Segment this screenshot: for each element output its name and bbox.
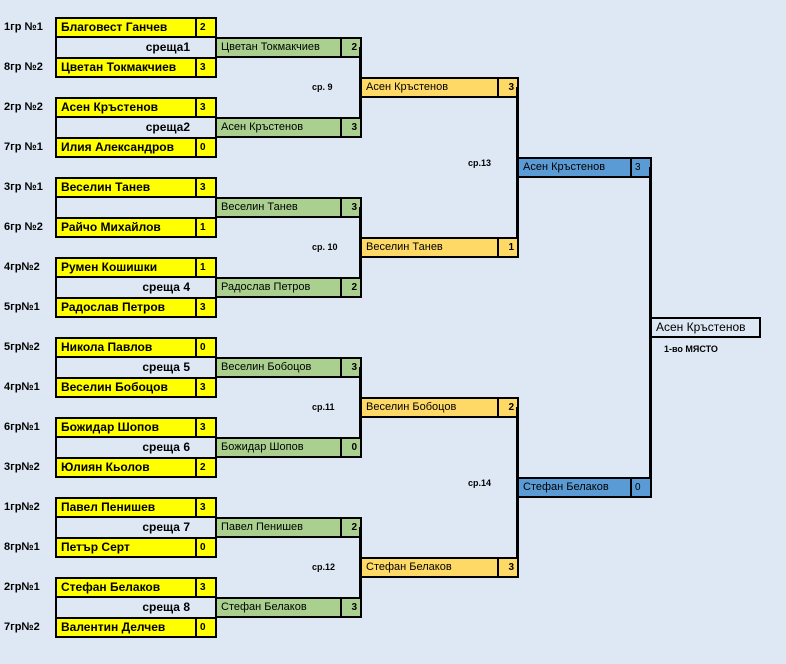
match-label: среща 4	[142, 280, 190, 294]
player-name: Благовест Ганчев	[55, 17, 197, 38]
player-name: Румен Кошишки	[55, 257, 197, 278]
player-score: 0	[195, 337, 217, 358]
player-name: Илия Александров	[55, 137, 197, 158]
player-score: 3	[630, 157, 652, 178]
seed-label: 1гр №1	[4, 21, 43, 33]
player-score: 3	[195, 177, 217, 198]
player-score: 2	[340, 277, 362, 298]
player-score: 0	[195, 617, 217, 638]
winner-name: Асен Кръстенов	[650, 317, 761, 338]
player-name: Божидар Шопов	[215, 437, 342, 458]
seed-label: 6гр№1	[4, 421, 40, 433]
match-label: среща2	[145, 120, 190, 134]
seed-label: 4гр№1	[4, 381, 40, 393]
player-score: 3	[195, 97, 217, 118]
player-name: Веселин Бобоцов	[360, 397, 499, 418]
player-score: 0	[195, 137, 217, 158]
seed-label: 7гр№2	[4, 621, 40, 633]
player-score: 3	[195, 57, 217, 78]
player-name: Веселин Танев	[360, 237, 499, 258]
match-label: среща 6	[142, 440, 190, 454]
player-score: 0	[630, 477, 652, 498]
player-name: Асен Кръстенов	[215, 117, 342, 138]
player-name: Валентин Делчев	[55, 617, 197, 638]
player-name: Никола Павлов	[55, 337, 197, 358]
player-name: Асен Кръстенов	[517, 157, 632, 178]
seed-label: 5гр№2	[4, 341, 40, 353]
player-score: 3	[195, 417, 217, 438]
match-label: ср.14	[468, 478, 492, 488]
player-name: Райчо Михайлов	[55, 217, 197, 238]
player-score: 1	[195, 217, 217, 238]
player-name: Петър Серт	[55, 537, 197, 558]
seed-label: 2гр №2	[4, 101, 43, 113]
player-score: 2	[195, 17, 217, 38]
seed-label: 4гр№2	[4, 261, 40, 273]
player-name: Павел Пенишев	[55, 497, 197, 518]
player-score: 3	[195, 377, 217, 398]
player-name: Павел Пенишев	[215, 517, 342, 538]
match-label: ср. 9	[312, 82, 333, 92]
player-name: Радослав Петров	[215, 277, 342, 298]
match-label: среща 8	[142, 600, 190, 614]
match-label: ср. 10	[312, 242, 338, 252]
player-name: Цветан Токмакчиев	[55, 57, 197, 78]
winner-place-label: 1-во МЯСТО	[664, 344, 718, 354]
player-score: 0	[340, 437, 362, 458]
player-name: Асен Кръстенов	[55, 97, 197, 118]
player-name: Юлиян Кьолов	[55, 457, 197, 478]
player-score: 3	[340, 597, 362, 618]
seed-label: 8гр№1	[4, 541, 40, 553]
seed-label: 2гр№1	[4, 581, 40, 593]
match-label: ср.12	[312, 562, 336, 572]
player-score: 3	[340, 117, 362, 138]
seed-label: 1гр№2	[4, 501, 40, 513]
player-name: Стефан Белаков	[360, 557, 499, 578]
match-label: среща 7	[142, 520, 190, 534]
seed-label: 6гр №2	[4, 221, 43, 233]
seed-label: 3гр №1	[4, 181, 43, 193]
player-score: 3	[195, 577, 217, 598]
player-name: Стефан Белаков	[55, 577, 197, 598]
player-score: 3	[195, 497, 217, 518]
player-name: Стефан Белаков	[215, 597, 342, 618]
player-score: 0	[195, 537, 217, 558]
player-name: Цветан Токмакчиев	[215, 37, 342, 58]
player-score: 1	[195, 257, 217, 278]
player-name: Божидар Шопов	[55, 417, 197, 438]
match-label: ср.13	[468, 158, 492, 168]
player-name: Стефан Белаков	[517, 477, 632, 498]
player-name: Радослав Петров	[55, 297, 197, 318]
player-name: Веселин Бобоцов	[215, 357, 342, 378]
seed-label: 7гр №1	[4, 141, 43, 153]
player-name: Асен Кръстенов	[360, 77, 499, 98]
match-label: среща1	[145, 40, 190, 54]
player-name: Веселин Бобоцов	[55, 377, 197, 398]
player-name: Веселин Танев	[215, 197, 342, 218]
seed-label: 8гр №2	[4, 61, 43, 73]
player-score: 3	[497, 557, 519, 578]
seed-label: 3гр№2	[4, 461, 40, 473]
match-label: среща 5	[142, 360, 190, 374]
player-score: 1	[497, 237, 519, 258]
player-score: 3	[195, 297, 217, 318]
match-label: ср.11	[312, 402, 335, 412]
player-name: Веселин Танев	[55, 177, 197, 198]
seed-label: 5гр№1	[4, 301, 40, 313]
player-score: 2	[195, 457, 217, 478]
